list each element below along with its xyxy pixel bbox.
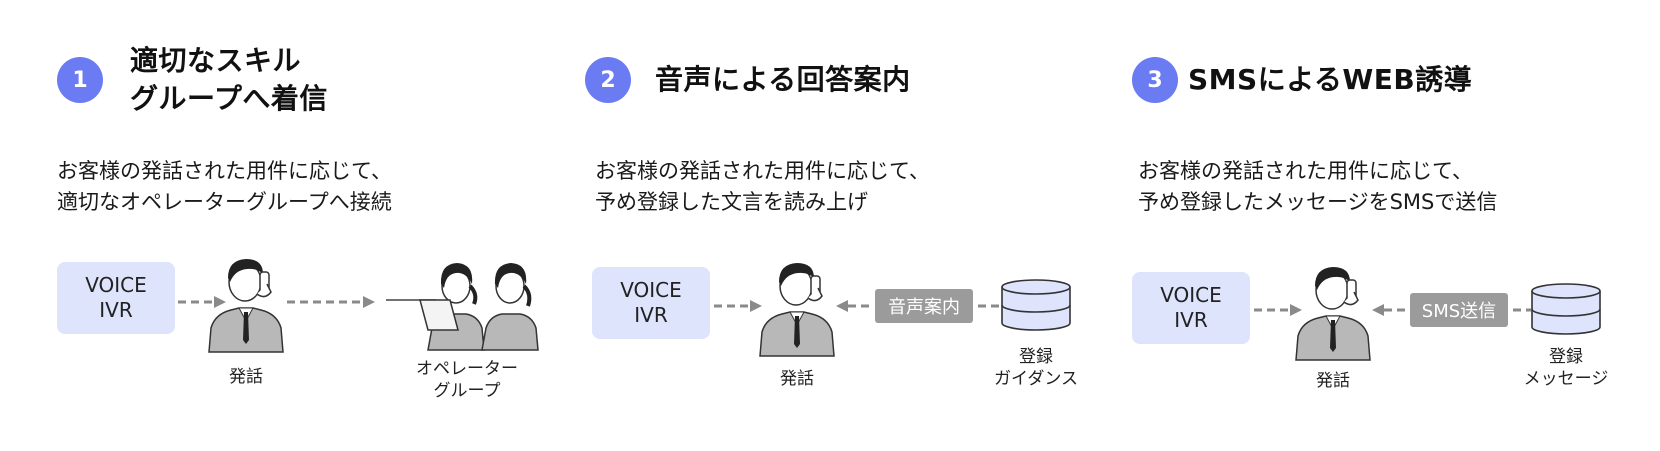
caption-line: 登録 <box>1019 347 1053 367</box>
panel-title-line: SMSによるWEB誘導 <box>1188 63 1473 96</box>
voice-ivr-label: IVR <box>1174 308 1208 332</box>
dashed-arrow-left <box>1372 304 1408 316</box>
caption-line: 登録 <box>1549 347 1583 367</box>
step-number-badge: 2 <box>585 57 631 103</box>
person-caption: 発話 <box>1316 371 1350 391</box>
panel-title-line: 適切なスキル <box>130 44 302 77</box>
step-number-badge: 1 <box>57 57 103 103</box>
dashed-arrow-right <box>714 300 762 312</box>
dashed-arrow-right <box>178 296 226 308</box>
caption-line: ガイダンス <box>994 369 1078 389</box>
database-caption: 登録 メッセージ <box>1496 346 1636 390</box>
caption-line: メッセージ <box>1523 369 1609 389</box>
panel-title-line: グループへ着信 <box>130 82 328 115</box>
operator-group-caption: オペレーター グループ <box>402 358 532 402</box>
panel-title-line: 音声による回答案内 <box>655 63 911 96</box>
panel-description-line: 予め登録したメッセージをSMSで送信 <box>1138 190 1498 214</box>
person-caption: 発話 <box>780 369 814 389</box>
panel-description-line: お客様の発話された用件に応じて、 <box>595 159 930 183</box>
panel-description-line: お客様の発話された用件に応じて、 <box>57 159 392 183</box>
person-on-phone-icon <box>208 259 284 353</box>
voice-ivr-label: VOICE <box>85 273 147 297</box>
panel-description: お客様の発話された用件に応じて、 予め登録した文言を読み上げ <box>595 156 930 218</box>
step-number-badge: 3 <box>1132 57 1178 103</box>
sms-send-tag: SMS送信 <box>1410 293 1508 327</box>
database-icon <box>1531 283 1601 335</box>
person-on-phone-icon <box>759 263 835 357</box>
dashed-arrow-right <box>1254 304 1302 316</box>
voice-ivr-label: IVR <box>99 298 133 322</box>
panel-description: お客様の発話された用件に応じて、 適切なオペレーターグループへ接続 <box>57 156 392 218</box>
caption-line: グループ <box>433 381 501 401</box>
dashed-arrow-right <box>287 296 375 308</box>
voice-ivr-label: VOICE <box>620 278 682 302</box>
voice-ivr-box: VOICE IVR <box>57 262 175 334</box>
panel-description-line: お客様の発話された用件に応じて、 <box>1138 159 1473 183</box>
voice-ivr-box: VOICE IVR <box>592 267 710 339</box>
database-caption: 登録 ガイダンス <box>966 346 1106 390</box>
panel-title: 適切なスキル グループへ着信 <box>130 42 328 118</box>
voice-ivr-label: VOICE <box>1160 283 1222 307</box>
person-on-phone-icon <box>1295 267 1371 361</box>
dashed-connector <box>978 304 1000 308</box>
database-icon <box>1001 279 1071 331</box>
panel-title: 音声による回答案内 <box>655 61 911 99</box>
dashed-arrow-left <box>836 300 872 312</box>
voice-guidance-tag: 音声案内 <box>875 289 973 323</box>
panel-description-line: 適切なオペレーターグループへ接続 <box>57 190 392 214</box>
caption-line: オペレーター <box>416 359 518 379</box>
dashed-connector <box>1513 308 1531 312</box>
voice-ivr-box: VOICE IVR <box>1132 272 1250 344</box>
panel-description-line: 予め登録した文言を読み上げ <box>595 190 868 214</box>
panel-description: お客様の発話された用件に応じて、 予め登録したメッセージをSMSで送信 <box>1138 156 1497 218</box>
voice-ivr-label: IVR <box>634 303 668 327</box>
person-caption: 発話 <box>229 367 263 387</box>
operator-group-icon <box>386 263 539 351</box>
panel-title: SMSによるWEB誘導 <box>1188 61 1472 99</box>
